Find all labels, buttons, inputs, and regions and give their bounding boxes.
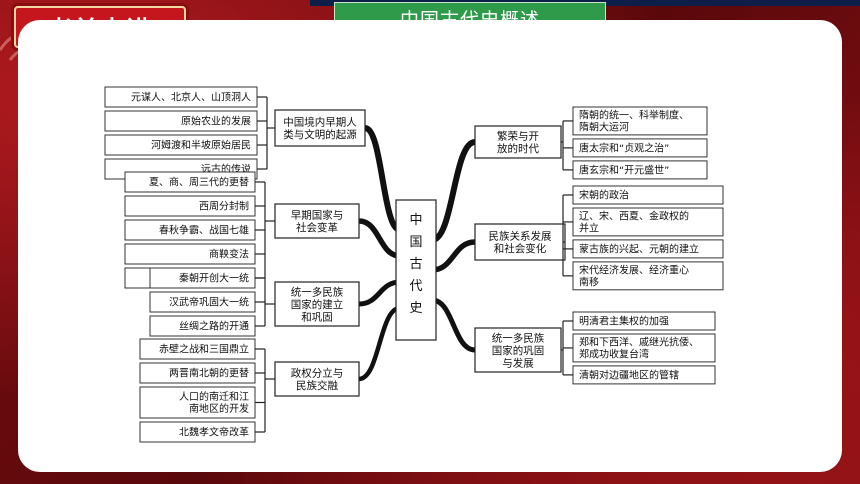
- center-node-char: 中: [409, 213, 422, 228]
- leaf-item: 汉武帝巩固大一统: [149, 291, 256, 313]
- leaf-label: 唐太宗和“贞观之治”: [579, 142, 669, 155]
- leaf-item: 赤壁之战和三国鼎立: [139, 338, 256, 360]
- topic-label: 民族交融: [296, 379, 338, 392]
- leaf-label: 隋朝大运河: [579, 121, 629, 134]
- leaf-label: 商鞅变法: [209, 248, 249, 261]
- topic-label: 政权分立与: [291, 367, 344, 380]
- branch-line: [429, 239, 478, 273]
- leaf-label: 宋朝的政治: [579, 189, 629, 202]
- leaf-label: 隋朝的统一、科举制度、: [579, 109, 689, 122]
- leaf-item: 唐玄宗和“开元盛世”: [572, 160, 708, 180]
- leaf-item: 宋朝的政治: [572, 185, 724, 205]
- leaf-label: 辽、宋、西夏、金政权的: [579, 210, 689, 223]
- leaf-item: 北魏孝文帝改革: [139, 421, 256, 443]
- leaf-item: 商鞅变法: [124, 243, 256, 265]
- leaf-item: 两晋南北朝的更替: [139, 362, 256, 384]
- leaf-label: 西周分封制: [199, 200, 249, 213]
- topic-label: 早期国家与: [291, 209, 344, 222]
- topic-label: 繁荣与开: [497, 130, 539, 143]
- topic-label: 统一多民族: [291, 285, 344, 298]
- leaf-item: 郑和下西洋、戚继光抗倭、郑成功收复台湾: [572, 333, 716, 363]
- leaf-label: 并立: [579, 222, 599, 235]
- branch-line: [429, 139, 478, 243]
- leaf-label: 明清君主集权的加强: [579, 315, 669, 328]
- topic-label: 社会变革: [296, 221, 338, 234]
- topic-label: 统一多民族: [492, 331, 545, 344]
- leaf-item: 春秋争霸、战国七雄: [124, 219, 256, 241]
- leaf-label: 秦朝开创大一统: [179, 272, 249, 285]
- center-node-char: 国: [409, 235, 422, 250]
- leaf-label: 蒙古族的兴起、元朝的建立: [579, 243, 699, 256]
- leaf-label: 郑成功收复台湾: [579, 348, 649, 361]
- leaf-label: 唐玄宗和“开元盛世”: [579, 164, 669, 177]
- leaf-item: 清朝对边疆地区的管辖: [572, 365, 716, 385]
- leaf-label: 宋代经济发展、经济重心: [579, 263, 689, 276]
- leaf-label: 丝绸之路的开通: [179, 320, 249, 333]
- leaf-item: 原始农业的发展: [104, 110, 258, 132]
- topic-label: 民族关系发展: [489, 230, 552, 243]
- leaf-label: 汉武帝巩固大一统: [169, 296, 249, 309]
- topic-label: 中国境内早期人: [283, 116, 357, 129]
- leaf-label: 南地区的开发: [189, 402, 249, 415]
- topic-label: 和巩固: [301, 311, 333, 323]
- branch-line: [356, 279, 403, 307]
- topic-label: 类与文明的起源: [283, 128, 357, 141]
- leaf-item: 元谋人、北京人、山顶洞人: [104, 86, 258, 108]
- leaf-label: 春秋争霸、战国七雄: [159, 224, 249, 237]
- leaf-item: 河姆渡和半坡原始居民: [104, 134, 258, 156]
- leaf-label: 南移: [579, 275, 599, 288]
- topic-label: 与发展: [502, 356, 534, 369]
- leaf-label: 两晋南北朝的更替: [169, 367, 249, 380]
- leaf-label: 北魏孝文帝改革: [179, 426, 249, 439]
- topic-label: 放的时代: [497, 142, 539, 155]
- leaf-label: 夏、商、周三代的更替: [149, 176, 249, 189]
- leaf-label: 元谋人、北京人、山顶洞人: [131, 91, 251, 104]
- branch-line: [362, 125, 403, 233]
- center-node-char: 古: [409, 257, 422, 272]
- leaf-item: 蒙古族的兴起、元朝的建立: [572, 239, 724, 259]
- branch-line: [356, 305, 403, 382]
- center-node-char: 史: [409, 301, 422, 316]
- leaf-item: 隋朝的统一、科举制度、隋朝大运河: [572, 106, 708, 136]
- leaf-label: 清朝对边疆地区的管辖: [579, 369, 679, 382]
- leaf-item: 秦朝开创大一统: [149, 267, 256, 289]
- leaf-item: 唐太宗和“贞观之治”: [572, 138, 708, 158]
- center-node-char: 代: [409, 279, 422, 294]
- leaf-item: 夏、商、周三代的更替: [124, 171, 256, 193]
- topic-label: 国家的建立: [291, 298, 344, 311]
- leaf-label: 原始农业的发展: [181, 115, 251, 128]
- leaf-item: 丝绸之路的开通: [149, 315, 256, 337]
- branch-line: [356, 218, 403, 259]
- leaf-label: 赤壁之战和三国鼎立: [159, 343, 249, 356]
- leaf-label: 河姆渡和半坡原始居民: [151, 139, 251, 152]
- leaf-item: 明清君主集权的加强: [572, 311, 716, 331]
- topic-label: 和社会变化: [494, 242, 547, 255]
- leaf-label: 人口的南迁和江: [179, 390, 249, 403]
- leaf-item: 西周分封制: [124, 195, 256, 217]
- leaf-label: 郑和下西洋、戚继光抗倭、: [579, 336, 699, 349]
- branch-line: [429, 297, 478, 353]
- topic-label: 国家的巩固: [492, 344, 545, 357]
